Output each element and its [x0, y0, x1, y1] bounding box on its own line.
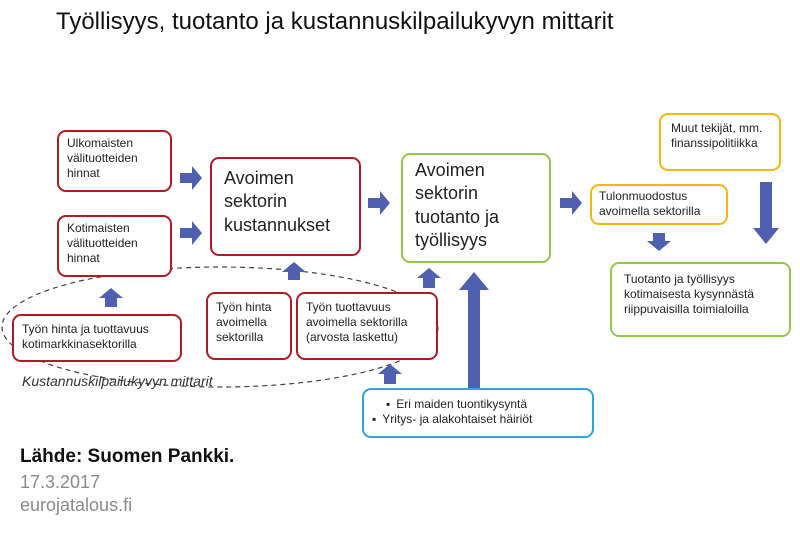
box-ulkomaiset-valituotteet: Ulkomaisten välituotteiden hinnat [57, 130, 172, 192]
arrow-ulkomaiset-to-kustannukset [180, 166, 202, 190]
source-label: Lähde: Suomen Pankki. [20, 446, 235, 467]
box-ulkomaiset-line-1: Ulkomaisten [67, 136, 134, 150]
arrow-tyon-hinta-avoin-up [282, 262, 306, 280]
box-tuottavuus-line-1: Työn tuottavuus [306, 300, 391, 314]
box-tyon-hinta-avoin-line-2: avoimella [216, 315, 267, 329]
box-ulkomaiset-line-2: välituotteiden [67, 151, 138, 165]
box-kotimainen-line-1: Tuotanto ja työllisyys [624, 272, 735, 286]
box-tulonmuodostus: Tulonmuodostus avoimella sektorilla [590, 184, 728, 225]
box-tuottavuus-line-2: avoimella sektorilla [306, 315, 408, 329]
arrow-tulonmuodostus-down [647, 233, 671, 251]
box-muut-line-2: finanssipolitiikka [671, 136, 758, 150]
box-shocks: Eri maiden tuontikysyntä Yritys- ja alak… [362, 388, 594, 438]
page-title: Työllisyys, tuotanto ja kustannuskilpail… [56, 8, 614, 35]
box-tyon-hinta-koti-line-2: kotimarkkinasektorilla [22, 337, 137, 351]
box-tuottavuus-line-3: (arvosta laskettu) [306, 330, 399, 344]
box-tuotanto-line-3: tuotanto ja [415, 206, 500, 227]
arrow-kustannukset-to-tuotanto [368, 191, 390, 215]
box-muut-line-1: Muut tekijät, mm. [671, 121, 763, 135]
date-label: 17.3.2017 [20, 472, 101, 492]
site-label: eurojatalous.fi [20, 495, 133, 515]
box-kotimaiset-line-2: välituotteiden [67, 236, 138, 250]
arrow-tuotanto-to-tulonmuodostus [560, 191, 582, 215]
box-kustannukset-line-2: sektorin [224, 191, 288, 212]
arrow-shocks-to-tuottavuus [378, 364, 402, 384]
box-kotimaiset-line-1: Kotimaisten [67, 221, 130, 235]
box-tulonmuodostus-line-2: avoimella sektorilla [599, 204, 701, 218]
box-tulonmuodostus-line-1: Tulonmuodostus [599, 189, 688, 203]
box-kotimaiset-line-3: hinnat [67, 251, 100, 265]
cost-competitiveness-ellipse [1, 266, 439, 388]
box-kotimaiset-valituotteet: Kotimaisten välituotteiden hinnat [57, 215, 172, 277]
box-muut-tekijat: Muut tekijät, mm. finanssipolitiikka [659, 113, 781, 171]
box-kotimainen-kysynta: Tuotanto ja työllisyys kotimaisesta kysy… [610, 262, 791, 337]
box-tyon-hinta-avoin: Työn hinta avoimella sektorilla [206, 292, 292, 360]
arrow-tyon-hinta-koti-up [99, 288, 123, 307]
arrow-shocks-to-tuotanto [459, 272, 489, 388]
box-tyon-hinta-avoin-line-1: Työn hinta [216, 300, 272, 314]
shock-item-tuontikysynta: Eri maiden tuontikysyntä [386, 397, 592, 412]
box-kustannukset-line-1: Avoimen [224, 168, 294, 188]
arrow-muut-down [753, 182, 779, 244]
shock-item-hairiot: Yritys- ja alakohtaiset häiriöt [372, 412, 592, 427]
box-avoimen-sektorin-kustannukset: Avoimen sektorin kustannukset [210, 157, 361, 256]
box-tyon-hinta-kotimarkkina: Työn hinta ja tuottavuus kotimarkkinasek… [12, 314, 182, 362]
box-kustannukset-line-3: kustannukset [224, 214, 331, 235]
box-ulkomaiset-line-3: hinnat [67, 166, 100, 180]
arrow-tuottavuus-up [417, 268, 441, 288]
box-tyon-hinta-koti-line-1: Työn hinta ja tuottavuus [22, 322, 149, 336]
box-avoimen-sektorin-tuotanto: Avoimen sektorin tuotanto ja työllisyys [401, 153, 551, 263]
box-kotimainen-line-3: riippuvaisilla toimialoilla [624, 302, 749, 316]
box-tyon-hinta-avoin-line-3: sektorilla [216, 330, 264, 344]
box-tuotanto-line-4: työllisyys [415, 230, 488, 251]
arrow-kotimaiset-to-kustannukset [180, 221, 202, 245]
box-tyon-tuottavuus: Työn tuottavuus avoimella sektorilla (ar… [296, 292, 438, 360]
box-tuotanto-line-1: Avoimen [415, 160, 485, 180]
box-tuotanto-line-2: sektorin [415, 183, 479, 204]
ellipse-caption: Kustannuskilpailukyvyn mittarit [22, 373, 213, 389]
box-kotimainen-line-2: kotimaisesta kysynnästä [624, 287, 755, 301]
